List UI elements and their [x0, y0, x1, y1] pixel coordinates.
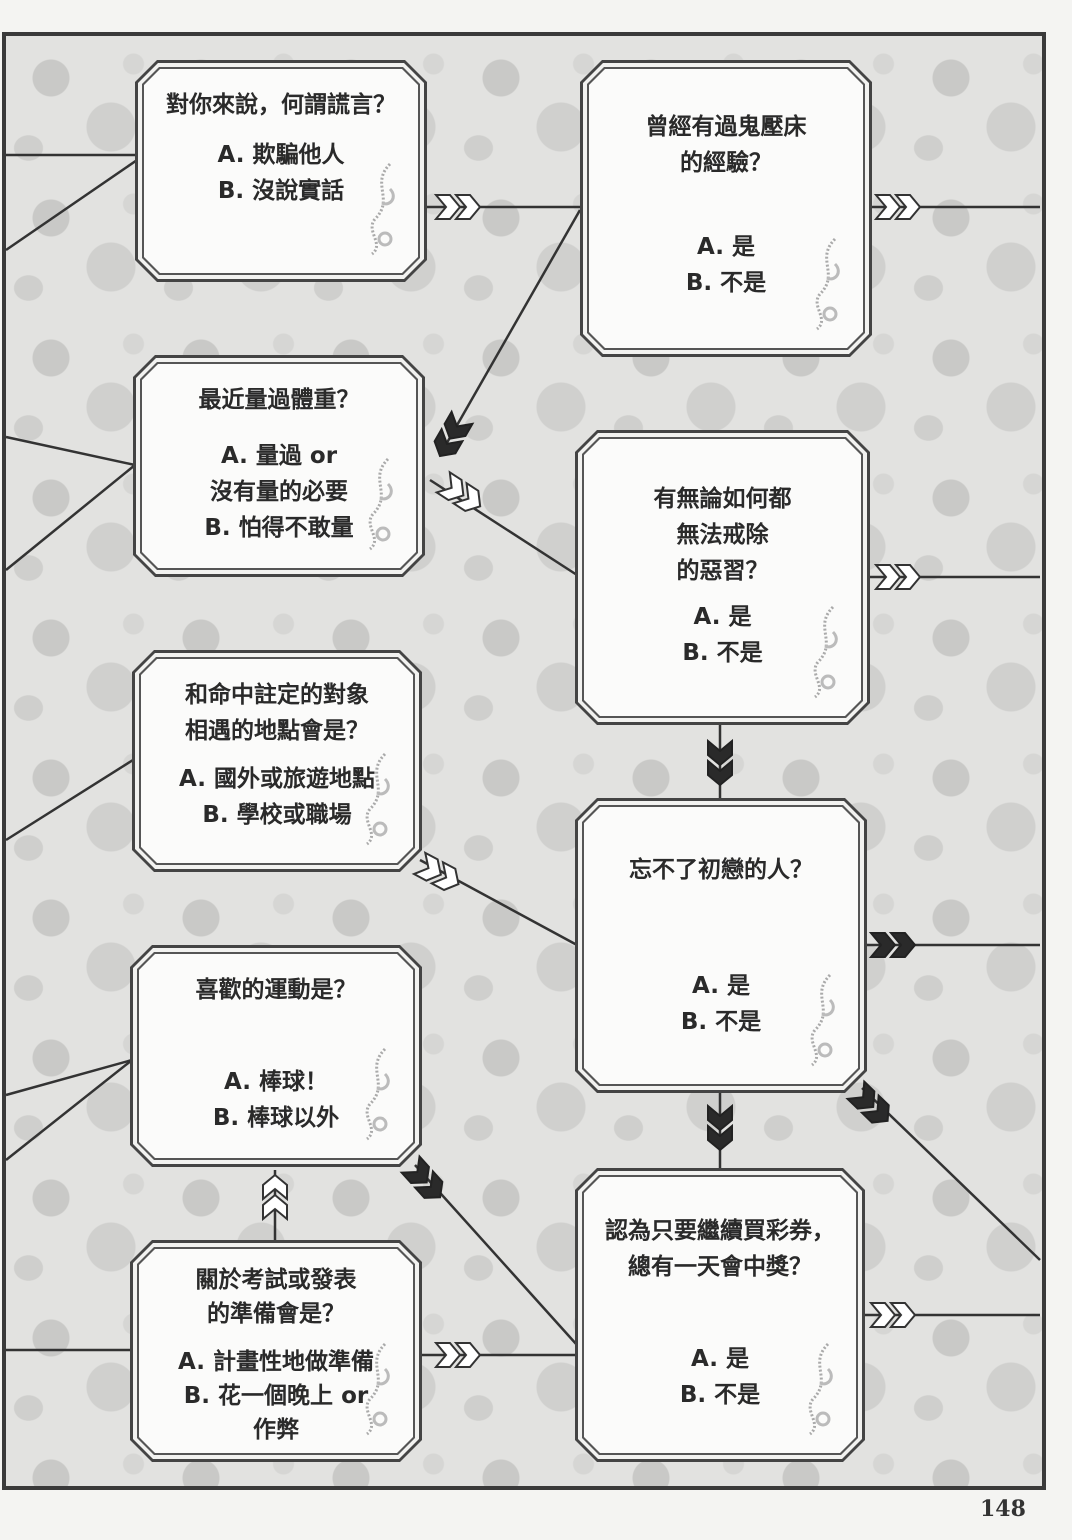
question-box-lottery: 認為只要繼續買彩券， 總有一天會中獎？ A. 是 B. 不是	[575, 1168, 865, 1462]
floral-ornament-icon	[803, 602, 843, 702]
connector	[419, 858, 578, 947]
question-box-lies: 對你來說，何謂謊言？ A. 欺騙他人 B. 沒說實話	[135, 60, 427, 282]
floral-ornament-icon	[355, 1339, 395, 1439]
option-b: B. 學校或職場	[202, 802, 352, 828]
connector	[5, 1058, 133, 1097]
option-a: A. 是	[692, 973, 750, 999]
question-text-line: 有無論如何都	[653, 486, 792, 512]
question-text-line: 總有一天會中獎？	[628, 1254, 812, 1280]
option-a: A. 欺騙他人	[217, 142, 345, 168]
question-box-destined-partner: 和命中註定的對象 相遇的地點會是？ A. 國外或旅遊地點 B. 學校或職場	[132, 650, 422, 872]
option-b: B. 不是	[679, 1382, 761, 1408]
option-b: B. 花一個晚上 or 作弊	[183, 1383, 369, 1443]
connector	[438, 209, 582, 456]
option-b: B. 不是	[682, 640, 763, 666]
question-text-line: 的惡習？	[676, 558, 769, 584]
question-text-line: 的準備會是？	[207, 1301, 345, 1327]
option-a: A. 國外或旅遊地點	[179, 766, 375, 792]
question-box-first-love: 忘不了初戀的人？ A. 是 B. 不是	[575, 798, 867, 1093]
question-text-line: 相遇的地點會是？	[185, 718, 369, 744]
question-text: 喜歡的運動是？	[195, 977, 357, 1003]
question-text-line: 和命中註定的對象	[185, 682, 369, 708]
question-text-line: 認為只要繼續買彩券，	[605, 1218, 835, 1244]
floral-ornament-icon	[360, 159, 400, 259]
floral-ornament-icon	[805, 234, 845, 334]
connector	[861, 1087, 1041, 1261]
floral-ornament-icon	[800, 970, 840, 1070]
question-text: 忘不了初戀的人？	[629, 857, 813, 883]
arrow-fletching-icon	[428, 410, 474, 463]
question-text: 最近量過體重？	[198, 387, 360, 413]
connector	[414, 1164, 578, 1346]
question-box-sleep-paralysis: 曾經有過鬼壓床 的經驗？ A. 是 B. 不是	[580, 60, 872, 357]
floral-ornament-icon	[358, 454, 398, 554]
arrow-fletching-icon	[400, 1155, 450, 1207]
question-box-sport: 喜歡的運動是？ A. 棒球！ B. 棒球以外	[130, 945, 422, 1167]
option-b: B. 沒說實話	[217, 178, 345, 204]
arrow-fletching-icon	[846, 1080, 897, 1131]
option-b: B. 棒球以外	[212, 1105, 340, 1131]
arrow-fletching-icon	[435, 471, 488, 518]
question-text-line: 無法戒除	[676, 522, 769, 548]
connector	[5, 1059, 133, 1161]
question-box-weight: 最近量過體重？ A. 量過 or 沒有量的必要 B. 怕得不敢量	[133, 355, 425, 577]
question-text-line: 的經驗？	[680, 150, 772, 176]
page-number: 148	[980, 1496, 1026, 1522]
question-box-exam-prep: 關於考試或發表 的準備會是？ A. 計畫性地做準備 B. 花一個晚上 or 作弊	[130, 1240, 422, 1462]
connector	[5, 435, 136, 467]
option-a: A. 量過 or 沒有量的必要	[210, 443, 348, 505]
option-a: A. 棒球！	[224, 1069, 328, 1095]
question-text: 對你來說，何謂謊言？	[166, 92, 396, 118]
option-a: A. 是	[693, 604, 752, 630]
option-b: B. 怕得不敢量	[204, 515, 354, 541]
option-a: A. 計畫性地做準備	[178, 1349, 374, 1375]
arrow-fletching-icon	[413, 851, 466, 896]
question-box-bad-habit: 有無論如何都 無法戒除 的惡習？ A. 是 B. 不是	[575, 430, 870, 725]
connector	[5, 156, 141, 252]
option-b: B. 不是	[680, 1009, 762, 1035]
option-a: A. 是	[691, 1346, 749, 1372]
floral-ornament-icon	[355, 749, 395, 849]
option-a: A. 是	[697, 234, 755, 260]
floral-ornament-icon	[798, 1339, 838, 1439]
connector	[5, 464, 136, 571]
connector	[5, 758, 134, 842]
question-text-line: 曾經有過鬼壓床	[645, 114, 807, 140]
option-b: B. 不是	[685, 270, 767, 296]
question-text-line: 關於考試或發表	[195, 1267, 357, 1293]
floral-ornament-icon	[355, 1044, 395, 1144]
